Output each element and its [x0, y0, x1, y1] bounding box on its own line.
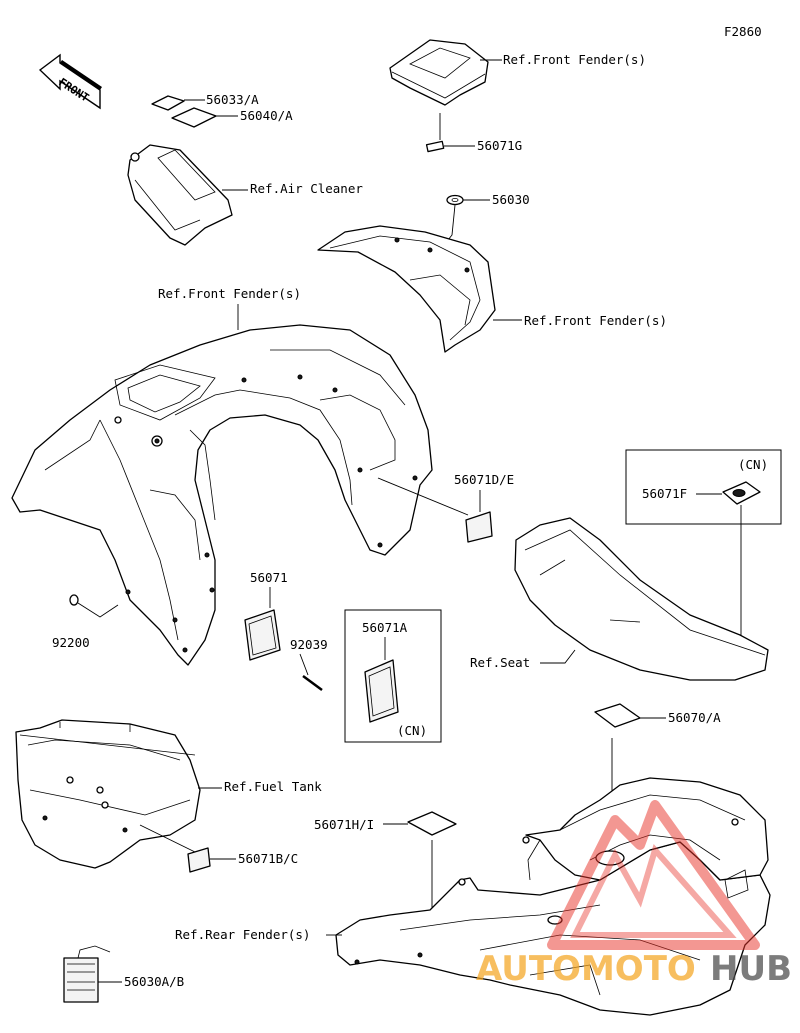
- decal-56033a: [151, 95, 185, 111]
- label-ref-fuel-tank: Ref.Fuel Tank: [224, 779, 322, 794]
- figure-id: F2860: [724, 24, 762, 39]
- label-ref-front-fender-2: Ref.Front Fender(s): [524, 313, 667, 328]
- clip-92039: [302, 674, 323, 692]
- label-92200: 92200: [52, 635, 90, 650]
- label-ref-front-fender-3: Ref.Front Fender(s): [158, 286, 301, 301]
- watermark-logo: AUTOMOTO HUB: [476, 800, 792, 989]
- washer-56030: [446, 194, 464, 206]
- label-56033a: 56033/A: [206, 92, 259, 107]
- leader-92200: [77, 602, 119, 618]
- decal-56071de: [465, 511, 493, 543]
- label-ref-rear-fender: Ref.Rear Fender(s): [175, 927, 310, 942]
- label-56071bc: 56071B/C: [238, 851, 298, 866]
- decal-56040a: [171, 107, 217, 128]
- label-56071de: 56071D/E: [454, 472, 514, 487]
- label-ref-front-fender-1: Ref.Front Fender(s): [503, 52, 646, 67]
- front-fender-inner-panel: [317, 225, 496, 353]
- tag-56030ab: [63, 945, 111, 1003]
- label-ref-seat: Ref.Seat: [470, 655, 530, 670]
- label-56071: 56071: [250, 570, 288, 585]
- label-56030: 56030: [492, 192, 530, 207]
- label-cn-1: (CN): [738, 457, 768, 472]
- leader-92039: [299, 653, 309, 676]
- decal-56070a: [594, 703, 641, 728]
- leader-56071de-line: [377, 477, 469, 516]
- label-cn-2: (CN): [397, 723, 427, 738]
- label-ref-air-cleaner: Ref.Air Cleaner: [250, 181, 363, 196]
- watermark-text-automoto: AUTOMOTO: [476, 949, 696, 989]
- decal-56071: [244, 609, 281, 661]
- label-56071a: 56071A: [362, 620, 408, 635]
- label-56071g: 56071G: [477, 138, 522, 153]
- leader-ref-seat: [540, 649, 576, 664]
- grommet-92200: [69, 594, 79, 606]
- label-56071f: 56071F: [642, 486, 687, 501]
- label-56070a: 56070/A: [668, 710, 721, 725]
- front-direction-arrow: FRONT: [38, 53, 102, 110]
- decal-56071hi: [407, 811, 457, 836]
- label-56030ab: 56030A/B: [124, 974, 184, 989]
- front-fender-cover-top: [389, 39, 489, 106]
- decal-56071g: [425, 140, 445, 153]
- decal-56071f: [722, 481, 761, 505]
- label-56071hi: 56071H/I: [314, 817, 374, 832]
- cn-box-56071f: [625, 449, 782, 525]
- decal-56071a: [364, 659, 399, 723]
- air-cleaner-cover: [127, 144, 233, 246]
- watermark-text-hub: HUB: [710, 949, 792, 989]
- cn-box-56071a: [344, 609, 442, 743]
- decal-56071bc: [187, 847, 211, 873]
- label-92039: 92039: [290, 637, 328, 652]
- seat: [514, 517, 769, 681]
- main-front-fender: [11, 324, 433, 666]
- fuel-tank: [15, 719, 201, 869]
- leader-56071bc-line: [139, 824, 196, 853]
- label-56040a: 56040/A: [240, 108, 293, 123]
